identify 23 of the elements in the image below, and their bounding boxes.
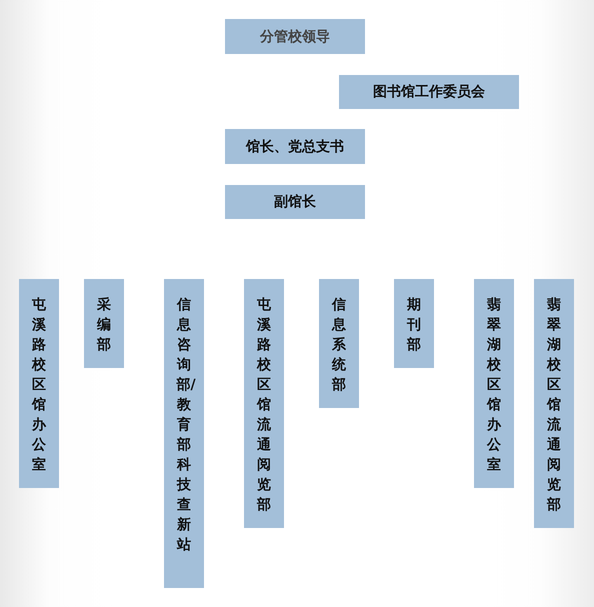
unit-name: 翡翠湖校区馆流通阅览部 xyxy=(546,296,562,515)
unit-name: 图书馆工作委员会 xyxy=(373,83,485,101)
unit-name: 屯溪路校区馆办公室 xyxy=(32,296,46,475)
unit-name: 屯溪路校区馆流通阅览部 xyxy=(256,296,272,515)
unit-name: 期刊部 xyxy=(406,296,422,355)
unit-name: 信息系统部 xyxy=(332,296,346,395)
unit-name: 采编部 xyxy=(96,296,112,355)
org-unit-box xyxy=(225,185,365,219)
org-unit-box xyxy=(319,279,359,408)
org-unit-box xyxy=(339,75,519,109)
org-unit-box xyxy=(164,279,204,588)
org-unit-box xyxy=(394,279,434,368)
unit-name: 分管校领导 xyxy=(260,28,330,46)
org-unit-box xyxy=(225,19,365,54)
org-unit-box xyxy=(19,279,59,488)
org-unit-box xyxy=(225,129,365,164)
org-unit-box xyxy=(534,279,574,528)
org-unit-box xyxy=(474,279,514,488)
unit-name: 副馆长 xyxy=(274,193,316,211)
org-unit-box xyxy=(84,279,124,368)
unit-name: 馆长、党总支书 xyxy=(246,138,344,156)
unit-name: 翡翠湖校区馆办公室 xyxy=(486,296,502,475)
org-unit-box xyxy=(244,279,284,528)
